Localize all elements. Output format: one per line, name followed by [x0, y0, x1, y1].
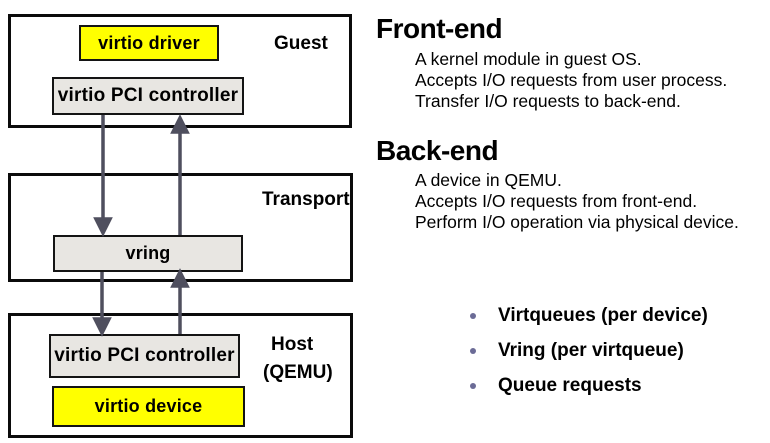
front-end-description: A kernel module in guest OS. Accepts I/O…: [415, 49, 727, 112]
virtio-driver-node: virtio driver: [79, 25, 219, 61]
vring-node: vring: [53, 235, 243, 272]
back-end-line: A device in QEMU.: [415, 170, 562, 190]
virtio-pci-controller-host-label: virtio PCI controller: [54, 345, 235, 366]
guest-layer-label: Guest: [274, 33, 328, 54]
front-end-line: Transfer I/O requests to back-end.: [415, 91, 681, 111]
virtio-device-label: virtio device: [94, 396, 203, 416]
list-item: Queue requests: [470, 375, 708, 397]
front-end-line: A kernel module in guest OS.: [415, 49, 642, 69]
virtio-pci-controller-guest-node: virtio PCI controller: [52, 77, 244, 115]
list-item-label: Virtqueues (per device): [498, 305, 708, 326]
key-concepts-list: Virtqueues (per device) Vring (per virtq…: [470, 305, 708, 410]
vring-label: vring: [125, 243, 171, 263]
front-end-line: Accepts I/O requests from user process.: [415, 70, 728, 90]
bullet-icon: [470, 313, 476, 319]
bullet-icon: [470, 383, 476, 389]
back-end-line: Perform I/O operation via physical devic…: [415, 212, 739, 232]
list-item-label: Vring (per virtqueue): [498, 340, 684, 361]
transport-layer-label: Transport: [262, 189, 350, 210]
back-end-line: Accepts I/O requests from front-end.: [415, 191, 698, 211]
virtio-driver-label: virtio driver: [98, 32, 200, 53]
bullet-icon: [470, 348, 476, 354]
back-end-description: A device in QEMU. Accepts I/O requests f…: [415, 170, 739, 233]
list-item: Vring (per virtqueue): [470, 340, 708, 362]
front-end-heading: Front-end: [376, 13, 503, 44]
host-qemu-label: (QEMU): [263, 362, 333, 383]
virtio-pci-controller-guest-label: virtio PCI controller: [57, 85, 239, 106]
list-item: Virtqueues (per device): [470, 305, 708, 327]
virtio-device-node: virtio device: [52, 386, 245, 427]
host-layer-label: Host: [271, 334, 314, 355]
list-item-label: Queue requests: [498, 375, 642, 396]
back-end-heading: Back-end: [376, 135, 499, 166]
virtio-pci-controller-host-node: virtio PCI controller: [49, 334, 240, 378]
